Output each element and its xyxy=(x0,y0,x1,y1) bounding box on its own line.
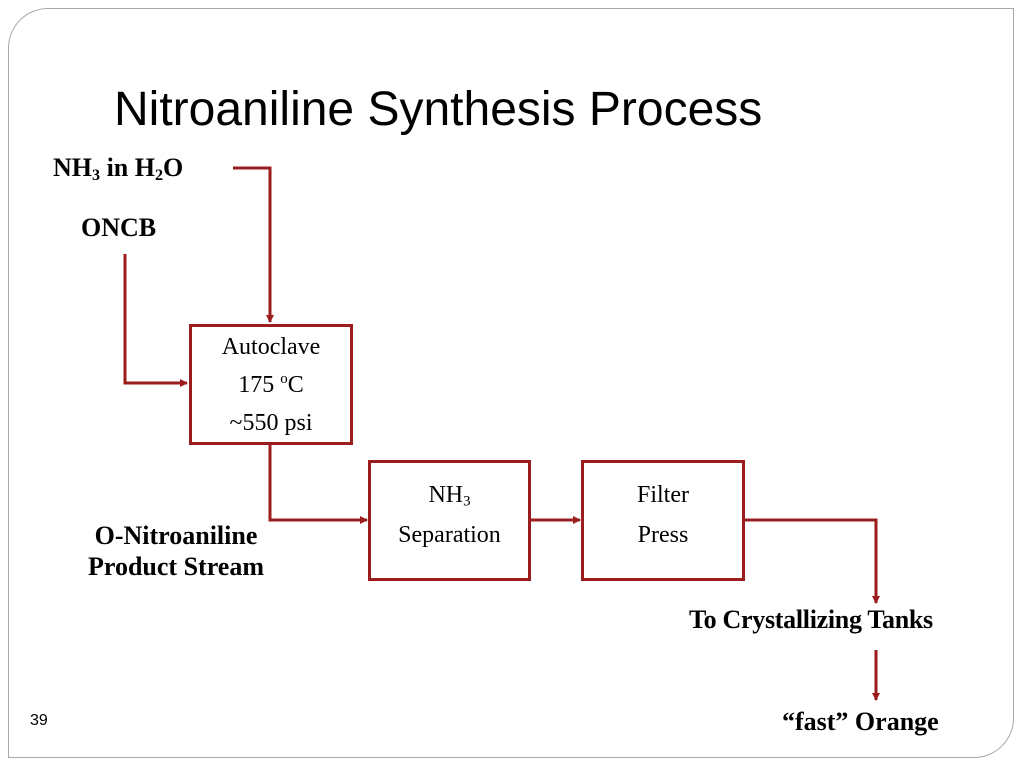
temperature-unit: C xyxy=(287,372,304,398)
page-number: 39 xyxy=(30,712,48,729)
separation-subscript: 3 xyxy=(463,493,471,510)
page-title: Nitroaniline Synthesis Process xyxy=(114,83,763,136)
separation-box: NH3 Separation xyxy=(368,460,531,581)
ammonia-input-label: NH3 in H2O xyxy=(53,152,184,185)
slide-frame xyxy=(8,8,1014,758)
product-name: O-Nitroaniline xyxy=(94,521,258,550)
autoclave-box: Autoclave 175 oC ~550 psi xyxy=(189,324,353,445)
fast-orange-label: “fast” Orange xyxy=(782,707,939,736)
separation-formula: NH3 xyxy=(371,475,528,515)
degree-symbol: o xyxy=(280,371,288,388)
arrow-autoclave-to-separation xyxy=(268,445,368,524)
ammonia-formula: NH xyxy=(53,153,92,182)
autoclave-pressure: ~550 psi xyxy=(229,410,313,436)
autoclave-name: Autoclave xyxy=(221,334,321,360)
crystallizing-tanks-label: To Crystallizing Tanks xyxy=(689,605,933,634)
arrow-oncb-to-autoclave xyxy=(123,254,188,387)
temperature-value: 175 xyxy=(238,372,281,398)
filter-press-box: Filter Press xyxy=(581,460,745,581)
water-subscript: 2 xyxy=(154,167,164,185)
water-oxygen: O xyxy=(163,153,184,182)
product-stream-label: O-Nitroaniline Product Stream xyxy=(60,520,292,582)
arrow-filter-to-crystallizing xyxy=(745,518,880,604)
press-label: Press xyxy=(637,522,689,548)
filter-label: Filter xyxy=(637,482,689,508)
water-formula: in H xyxy=(100,153,155,182)
separation-label: Separation xyxy=(398,522,501,548)
autoclave-temperature: 175 oC xyxy=(192,366,350,404)
ammonia-subscript: 3 xyxy=(92,167,101,185)
product-stream-text: Product Stream xyxy=(88,552,264,582)
separation-nh: NH xyxy=(428,482,464,508)
oncb-input-label: ONCB xyxy=(81,213,157,242)
arrow-ammonia-to-autoclave xyxy=(233,166,274,323)
